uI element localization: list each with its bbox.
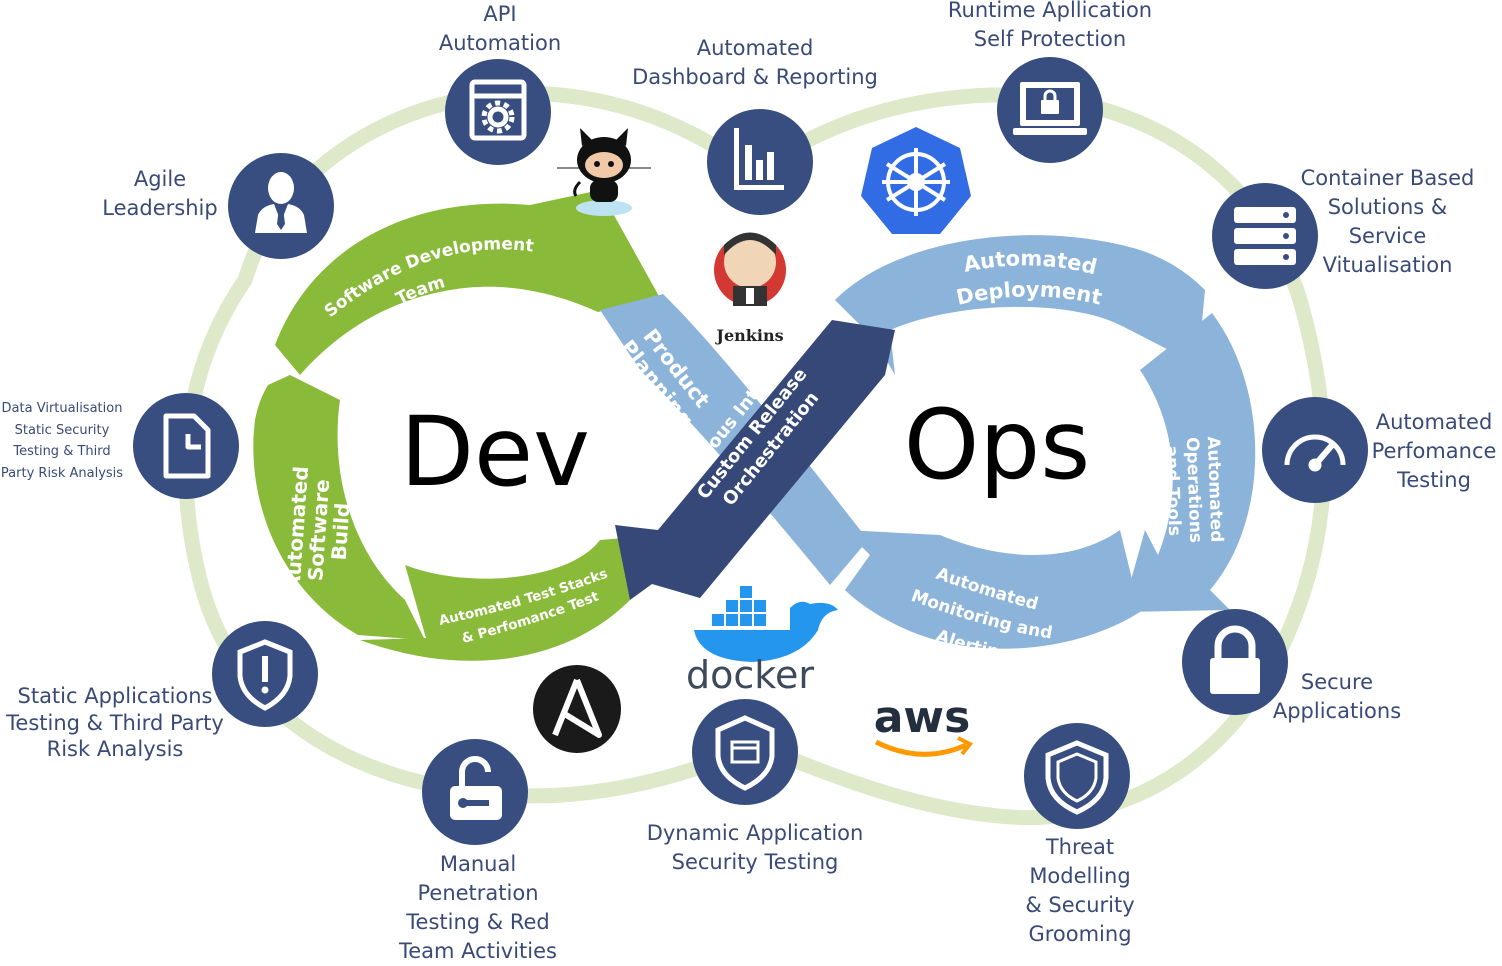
svg-text:docker: docker: [686, 653, 814, 697]
kubernetes-logo: [861, 127, 971, 234]
arrow-automated-operations: [1122, 313, 1256, 612]
github-octocat-logo: [557, 128, 651, 216]
open-padlock-icon: [450, 756, 502, 820]
aot-line: and Tools: [1161, 445, 1184, 536]
arrow-automated-deployment: [835, 235, 1205, 375]
document-icon: [163, 413, 211, 479]
padlock-icon: [1210, 625, 1260, 694]
leader-person-icon: [255, 172, 307, 233]
label-automated-dashboard: Automated Dashboard & Reporting: [632, 36, 878, 89]
label-dynamic-application: Dynamic Application Security Testing: [646, 821, 864, 874]
node-api-automation: [445, 59, 551, 165]
asb-line: Build: [327, 502, 355, 561]
label-secure-applications: Secure Applications: [1272, 670, 1402, 723]
label-agile-leadership: Agile Leadership: [102, 167, 218, 220]
node-container-based: [1212, 183, 1318, 289]
svg-text:Jenkins: Jenkins: [714, 326, 783, 345]
label-api-automation: API Automation: [438, 2, 562, 55]
jenkins-logo: Jenkins: [714, 232, 786, 345]
node-automated-performance: [1262, 397, 1368, 503]
node-static-applications: [212, 621, 318, 727]
aws-logo: aws: [874, 692, 974, 757]
ansible-logo: [533, 665, 621, 753]
automated-operations-text: AutomatedOperationsand Tools: [1161, 436, 1227, 544]
dev-title: Dev: [400, 396, 590, 508]
node-data-virtualisation: [133, 393, 239, 499]
shield-window-icon: [715, 715, 775, 791]
node-threat-modelling: [1024, 723, 1130, 829]
node-dynamic-application: [692, 699, 798, 805]
label-container-based: Container Based Solutions & Service Vitu…: [1300, 166, 1475, 277]
svg-text:aws: aws: [874, 692, 971, 743]
bar-chart-icon: [734, 128, 784, 190]
label-threat-modelling: Threat Modelling & Security Grooming: [1025, 835, 1135, 946]
label-static-applications: Static Applications Testing & Third Part…: [6, 684, 224, 761]
laptop-lock-icon: [1013, 82, 1087, 135]
arrow-automated-software-build: [253, 375, 425, 640]
arrow-automated-monitoring: [845, 530, 1140, 649]
aot-line: Automated: [1203, 436, 1227, 543]
node-secure-applications: [1182, 609, 1288, 715]
dev-loop: [253, 190, 660, 661]
label-data-virtualisation: Data Virtualisation Static Security Test…: [0, 401, 124, 481]
arrow-ci-release: [615, 320, 895, 600]
aot-line: Operations: [1182, 437, 1206, 544]
label-automated-performance: Automated Perfomance Testing: [1371, 410, 1497, 492]
arrow-automated-test-stacks: [360, 535, 660, 661]
arrow-software-dev-team: [275, 190, 660, 375]
browser-gear-icon: [469, 79, 527, 141]
ops-title: Ops: [904, 389, 1091, 501]
label-manual-penetration: Manual Penetration Testing & Red Team Ac…: [399, 852, 557, 963]
node-agile-leadership: [228, 153, 334, 259]
label-rasp: Runtime Apllication Self Protection: [947, 0, 1153, 51]
docker-logo: docker: [686, 586, 838, 697]
node-automated-dashboard: [707, 109, 813, 215]
node-manual-penetration: [422, 739, 528, 845]
node-rasp: [997, 57, 1103, 163]
server-stack-icon: [1234, 207, 1296, 265]
shield-alert-icon: [237, 639, 293, 711]
speedometer-icon: [1284, 434, 1346, 472]
shield-icon: [1045, 740, 1109, 815]
